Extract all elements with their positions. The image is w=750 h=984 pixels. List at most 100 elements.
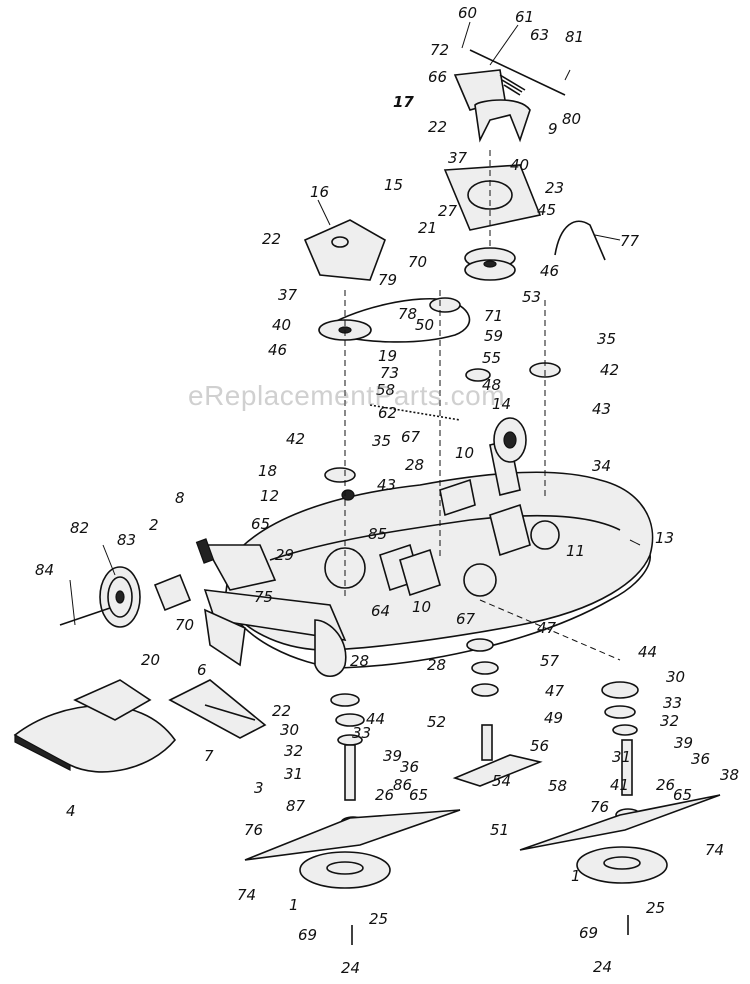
callout-84: 84 xyxy=(35,561,54,579)
callout-13: 13 xyxy=(655,529,674,547)
callout-25: 25 xyxy=(369,910,388,928)
callout-27: 27 xyxy=(438,202,458,220)
callout-73: 73 xyxy=(380,364,399,382)
callout-40: 40 xyxy=(272,316,291,334)
callout-31: 31 xyxy=(612,748,631,766)
callout-18: 18 xyxy=(258,462,277,480)
callout-83: 83 xyxy=(117,531,136,549)
callout-85: 85 xyxy=(368,525,387,543)
callout-1: 1 xyxy=(571,867,581,885)
callout-60: 60 xyxy=(458,4,477,22)
callout-43: 43 xyxy=(592,400,611,418)
callout-48: 48 xyxy=(482,376,501,394)
callout-33: 33 xyxy=(663,694,682,712)
callout-7: 7 xyxy=(204,747,214,765)
callout-79: 79 xyxy=(378,271,397,289)
callout-65: 65 xyxy=(409,786,428,804)
callout-58: 58 xyxy=(376,381,395,399)
deck-bracket xyxy=(439,478,476,517)
callout-86: 86 xyxy=(393,776,412,794)
callout-15: 15 xyxy=(384,176,403,194)
discharge-chute xyxy=(13,704,177,773)
callout-21: 21 xyxy=(418,219,437,237)
callout-32: 32 xyxy=(660,712,679,730)
callout-35: 35 xyxy=(597,330,616,348)
callout-19: 19 xyxy=(378,347,397,365)
callout-11: 11 xyxy=(566,542,585,560)
callout-87: 87 xyxy=(286,797,306,815)
callout-70: 70 xyxy=(408,253,427,271)
blade-right xyxy=(519,794,721,851)
callout-46: 46 xyxy=(540,262,559,280)
callout-17: 17 xyxy=(393,93,414,111)
callout-2: 2 xyxy=(149,516,159,534)
callout-44: 44 xyxy=(366,710,385,728)
callout-28: 28 xyxy=(427,656,446,674)
callout-70: 70 xyxy=(175,616,194,634)
callout-77: 77 xyxy=(620,232,640,250)
callout-74: 74 xyxy=(237,886,256,904)
callout-76: 76 xyxy=(244,821,263,839)
callout-28: 28 xyxy=(405,456,424,474)
callout-40: 40 xyxy=(510,156,529,174)
callout-31: 31 xyxy=(284,765,303,783)
callout-55: 55 xyxy=(482,349,501,367)
callout-72: 72 xyxy=(430,41,449,59)
callout-8: 8 xyxy=(175,489,185,507)
callout-22: 22 xyxy=(272,702,291,720)
callout-9: 9 xyxy=(548,120,558,138)
callout-80: 80 xyxy=(562,110,581,128)
callout-3: 3 xyxy=(254,779,264,797)
callout-26: 26 xyxy=(656,776,675,794)
callout-37: 37 xyxy=(278,286,298,304)
callout-47: 47 xyxy=(537,619,557,637)
callout-71: 71 xyxy=(484,307,503,325)
deck-skirt xyxy=(224,554,651,669)
blade-left xyxy=(244,809,461,861)
callout-56: 56 xyxy=(530,737,549,755)
callout-38: 38 xyxy=(720,766,739,784)
callout-50: 50 xyxy=(415,316,434,334)
callout-63: 63 xyxy=(530,26,549,44)
callout-1: 1 xyxy=(289,896,299,914)
blade-guard-right xyxy=(576,846,668,884)
belt-cover xyxy=(303,219,386,281)
callout-43: 43 xyxy=(377,476,396,494)
callout-54: 54 xyxy=(492,772,511,790)
callout-36: 36 xyxy=(691,750,710,768)
callout-42: 42 xyxy=(600,361,619,379)
callout-16: 16 xyxy=(310,183,329,201)
callout-10: 10 xyxy=(412,598,431,616)
callout-46: 46 xyxy=(268,341,287,359)
callout-69: 69 xyxy=(579,924,598,942)
callout-22: 22 xyxy=(428,118,447,136)
callout-52: 52 xyxy=(427,713,446,731)
blade-guard-left xyxy=(299,851,391,889)
callout-28: 28 xyxy=(350,652,369,670)
callout-29: 29 xyxy=(275,546,294,564)
callout-75: 75 xyxy=(254,588,273,606)
callout-20: 20 xyxy=(141,651,160,669)
callout-32: 32 xyxy=(284,742,303,760)
callout-26: 26 xyxy=(375,786,394,804)
callout-59: 59 xyxy=(484,327,503,345)
callout-39: 39 xyxy=(674,734,693,752)
callout-81: 81 xyxy=(565,28,584,46)
callout-53: 53 xyxy=(522,288,541,306)
callout-76: 76 xyxy=(590,798,609,816)
callout-51: 51 xyxy=(490,821,509,839)
callout-37: 37 xyxy=(448,149,468,167)
callout-30: 30 xyxy=(280,721,299,739)
callout-4: 4 xyxy=(66,802,76,820)
front-bar xyxy=(203,589,347,642)
callout-25: 25 xyxy=(646,899,665,917)
callout-57: 57 xyxy=(540,652,560,670)
callout-69: 69 xyxy=(298,926,317,944)
callout-10: 10 xyxy=(455,444,474,462)
callout-22: 22 xyxy=(262,230,281,248)
callout-44: 44 xyxy=(638,643,657,661)
callout-62: 62 xyxy=(378,404,397,422)
callout-39: 39 xyxy=(383,747,402,765)
